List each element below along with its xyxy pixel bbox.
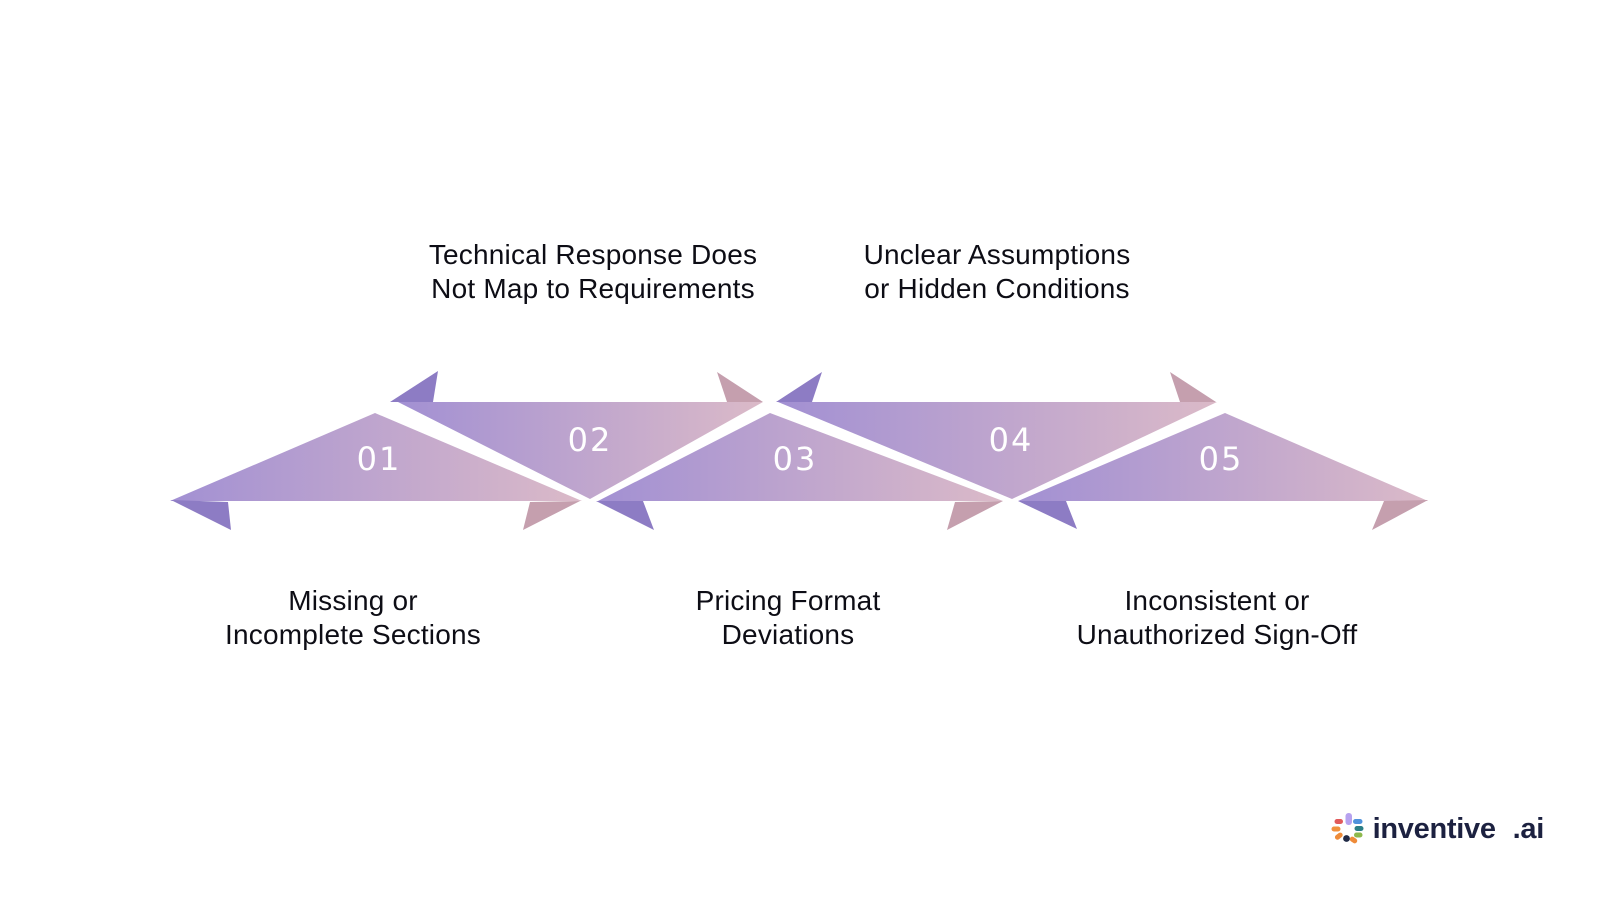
ribbon-segment-04 — [778, 402, 1217, 499]
step-caption-01-line1: Missing or — [288, 585, 418, 616]
step-caption-04-line2: or Hidden Conditions — [864, 273, 1130, 304]
step-number-02: 02 — [568, 421, 613, 459]
ribbon-segment-05 — [1018, 413, 1428, 501]
step-number-03: 03 — [773, 440, 818, 478]
ribbon-segment-03 — [598, 413, 1003, 501]
step-number-05: 05 — [1199, 440, 1244, 478]
step-caption-03-line2: Deviations — [721, 619, 855, 650]
step-caption-05-line1: Inconsistent or — [1124, 585, 1310, 616]
step-caption-05-line2: Unauthorized Sign-Off — [1076, 619, 1358, 650]
step-caption-03: Pricing Format Deviations — [558, 584, 1018, 652]
starburst-icon-dashes — [1331, 813, 1364, 844]
step-caption-02-line1: Technical Response Does — [428, 239, 758, 270]
step-number-04: 04 — [989, 421, 1034, 459]
ribbon-fold-top-3-left — [717, 372, 763, 402]
ribbon-fold-left-tip — [171, 500, 231, 530]
ribbon-fold-top-1 — [390, 371, 438, 402]
step-caption-01-line2: Incomplete Sections — [225, 619, 481, 650]
step-caption-05: Inconsistent or Unauthorized Sign-Off — [987, 584, 1447, 652]
step-caption-04-line1: Unclear Assumptions — [863, 239, 1131, 270]
ribbon-fold-bottom-2-left — [523, 501, 580, 530]
starburst-icon — [1331, 813, 1364, 844]
step-caption-04: Unclear Assumptions or Hidden Conditions — [767, 238, 1227, 306]
ribbon-fold-top-5 — [1170, 372, 1216, 402]
step-caption-02-line2: Not Map to Requirements — [431, 273, 755, 304]
step-number-01: 01 — [357, 440, 402, 478]
step-caption-02: Technical Response Does Not Map to Requi… — [363, 238, 823, 306]
logo-suffix-text: .ai — [1512, 812, 1545, 845]
step-caption-03-line1: Pricing Format — [695, 585, 881, 616]
ribbon-fold-right-tip — [1372, 500, 1428, 530]
ribbon-segment-02 — [398, 402, 763, 499]
ribbon-segment-01 — [170, 413, 582, 501]
step-caption-01: Missing or Incomplete Sections — [123, 584, 583, 652]
ribbon-fold-bottom-4-right — [1018, 501, 1077, 529]
ribbon-fold-bottom-2-right — [596, 501, 654, 530]
inventive-logo: inventive .ai — [1331, 811, 1544, 847]
ribbon-fold-top-3-right — [776, 372, 822, 402]
ribbon-fold-bottom-4-left — [947, 501, 1003, 530]
logo-brand-text: inventive — [1372, 812, 1496, 845]
